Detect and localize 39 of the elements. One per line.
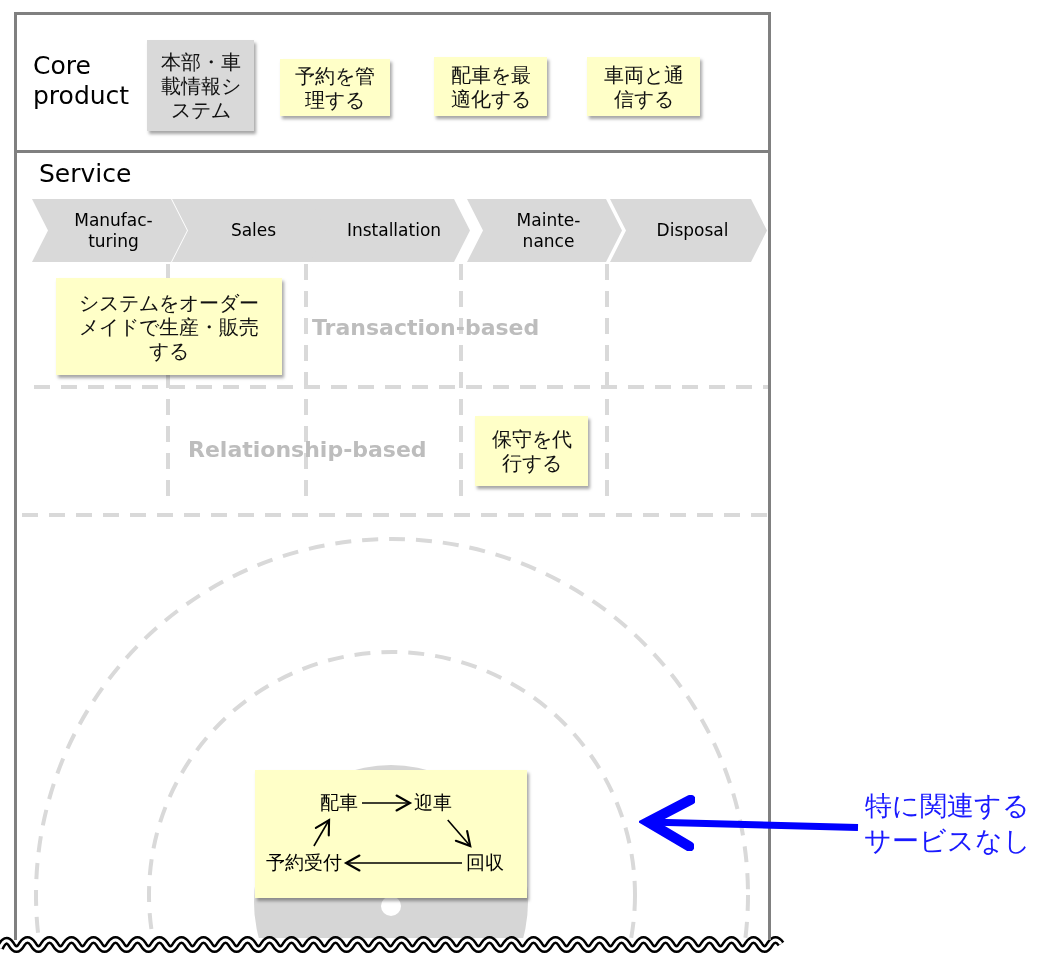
arrow <box>361 794 412 812</box>
stage-label: Mainte-nance <box>515 210 582 251</box>
cycle-step: 回収 <box>466 850 504 876</box>
stage-label: Manufac-turing <box>73 210 154 251</box>
stage-label: Installation <box>345 220 442 241</box>
arrow <box>313 818 331 847</box>
sticky-note <box>587 57 700 116</box>
sticky-note <box>434 57 547 116</box>
note-text: 配車を最適化する <box>449 62 532 111</box>
arrow <box>344 854 463 872</box>
sticky-note <box>475 416 588 486</box>
cycle-step: 迎車 <box>414 790 452 816</box>
stage-label: Sales <box>229 220 278 241</box>
section-heading: Service <box>39 159 133 189</box>
sticky-note <box>255 770 527 898</box>
cycle-step: 予約受付 <box>266 850 342 876</box>
note-text: システムをオーダーメイドで生産・販売する <box>78 290 260 363</box>
stage-label: Disposal <box>655 220 730 241</box>
system-note <box>147 40 254 131</box>
note-text: 保守を代行する <box>490 427 573 475</box>
stage-band <box>32 199 187 262</box>
section-heading: Core product <box>33 51 131 111</box>
row-label: Transaction-based <box>312 315 540 340</box>
stage-band <box>467 199 622 262</box>
note-text: 車両と通信する <box>602 62 685 111</box>
sticky-note <box>56 278 282 375</box>
stage-band <box>172 199 327 262</box>
arrow <box>446 819 472 848</box>
stage-band <box>610 199 767 262</box>
section-panel <box>14 150 771 940</box>
annotation-text: 特に関連するサービスなし <box>862 788 1032 872</box>
sticky-note <box>280 59 390 116</box>
cycle-step: 配車 <box>320 790 358 816</box>
row-label: Relationship-based <box>188 437 427 462</box>
arrow <box>642 794 859 852</box>
note-text: 予約を管理する <box>294 63 376 112</box>
stage-band <box>310 199 470 262</box>
note-text: 本部・車載情報システム <box>159 49 242 122</box>
section-panel <box>14 12 771 153</box>
